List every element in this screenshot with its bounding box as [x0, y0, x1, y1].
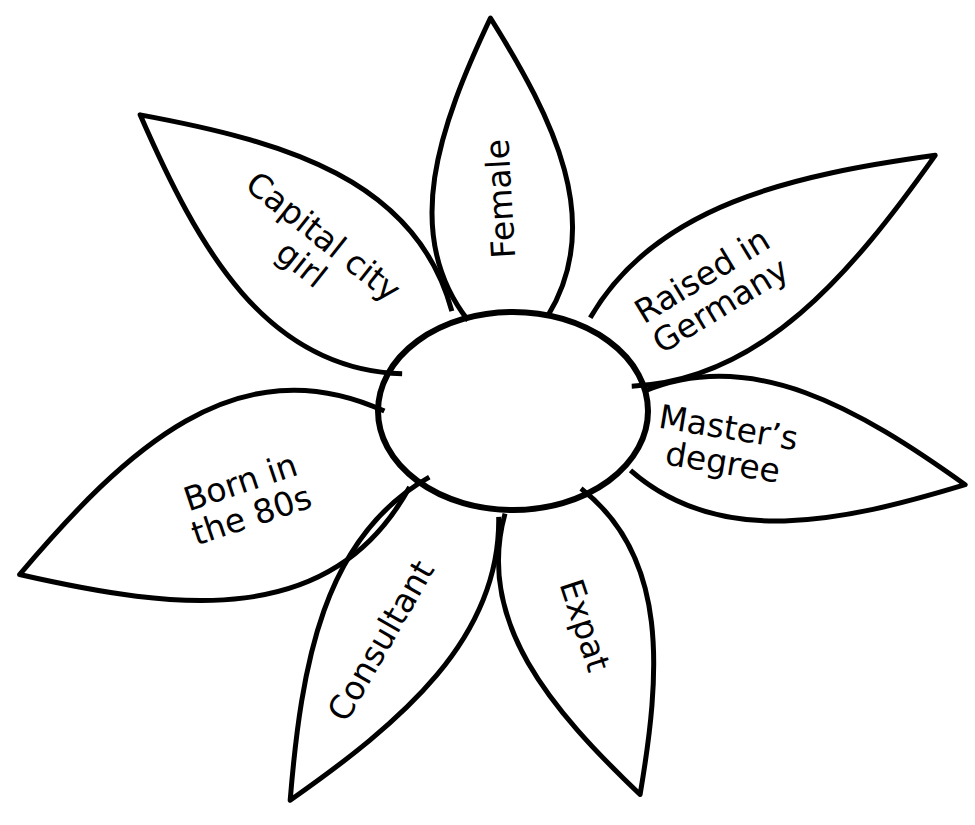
petal-shape: [476, 479, 706, 817]
petal-label-holder: Raised in Germany: [599, 204, 823, 377]
petal-shape: [574, 95, 971, 412]
petal-label-holder: Capital city girl: [204, 156, 419, 346]
petal-label: Expat: [553, 576, 616, 677]
petal-shape: [420, 14, 578, 322]
petal: Female: [398, 13, 599, 324]
petal-label: Capital city girl: [204, 156, 419, 346]
petal-label: Born in the 80s: [150, 438, 343, 561]
petal-label-holder: Expat: [553, 576, 616, 677]
petal: Master’s degree: [622, 340, 975, 575]
petal-label: Master’s degree: [621, 395, 830, 496]
petal-label-holder: Female: [480, 138, 522, 259]
petal-shape: [90, 51, 478, 406]
petal-label: Raised in Germany: [599, 204, 823, 377]
petal-shape: [0, 356, 428, 668]
flower-center: [378, 312, 648, 510]
petal-label-holder: Master’s degree: [621, 395, 830, 496]
petal-label: Female: [480, 138, 522, 259]
petal-label-holder: Consultant: [322, 554, 441, 726]
petal-label: Consultant: [322, 554, 441, 726]
petal-label-holder: Born in the 80s: [150, 438, 343, 561]
